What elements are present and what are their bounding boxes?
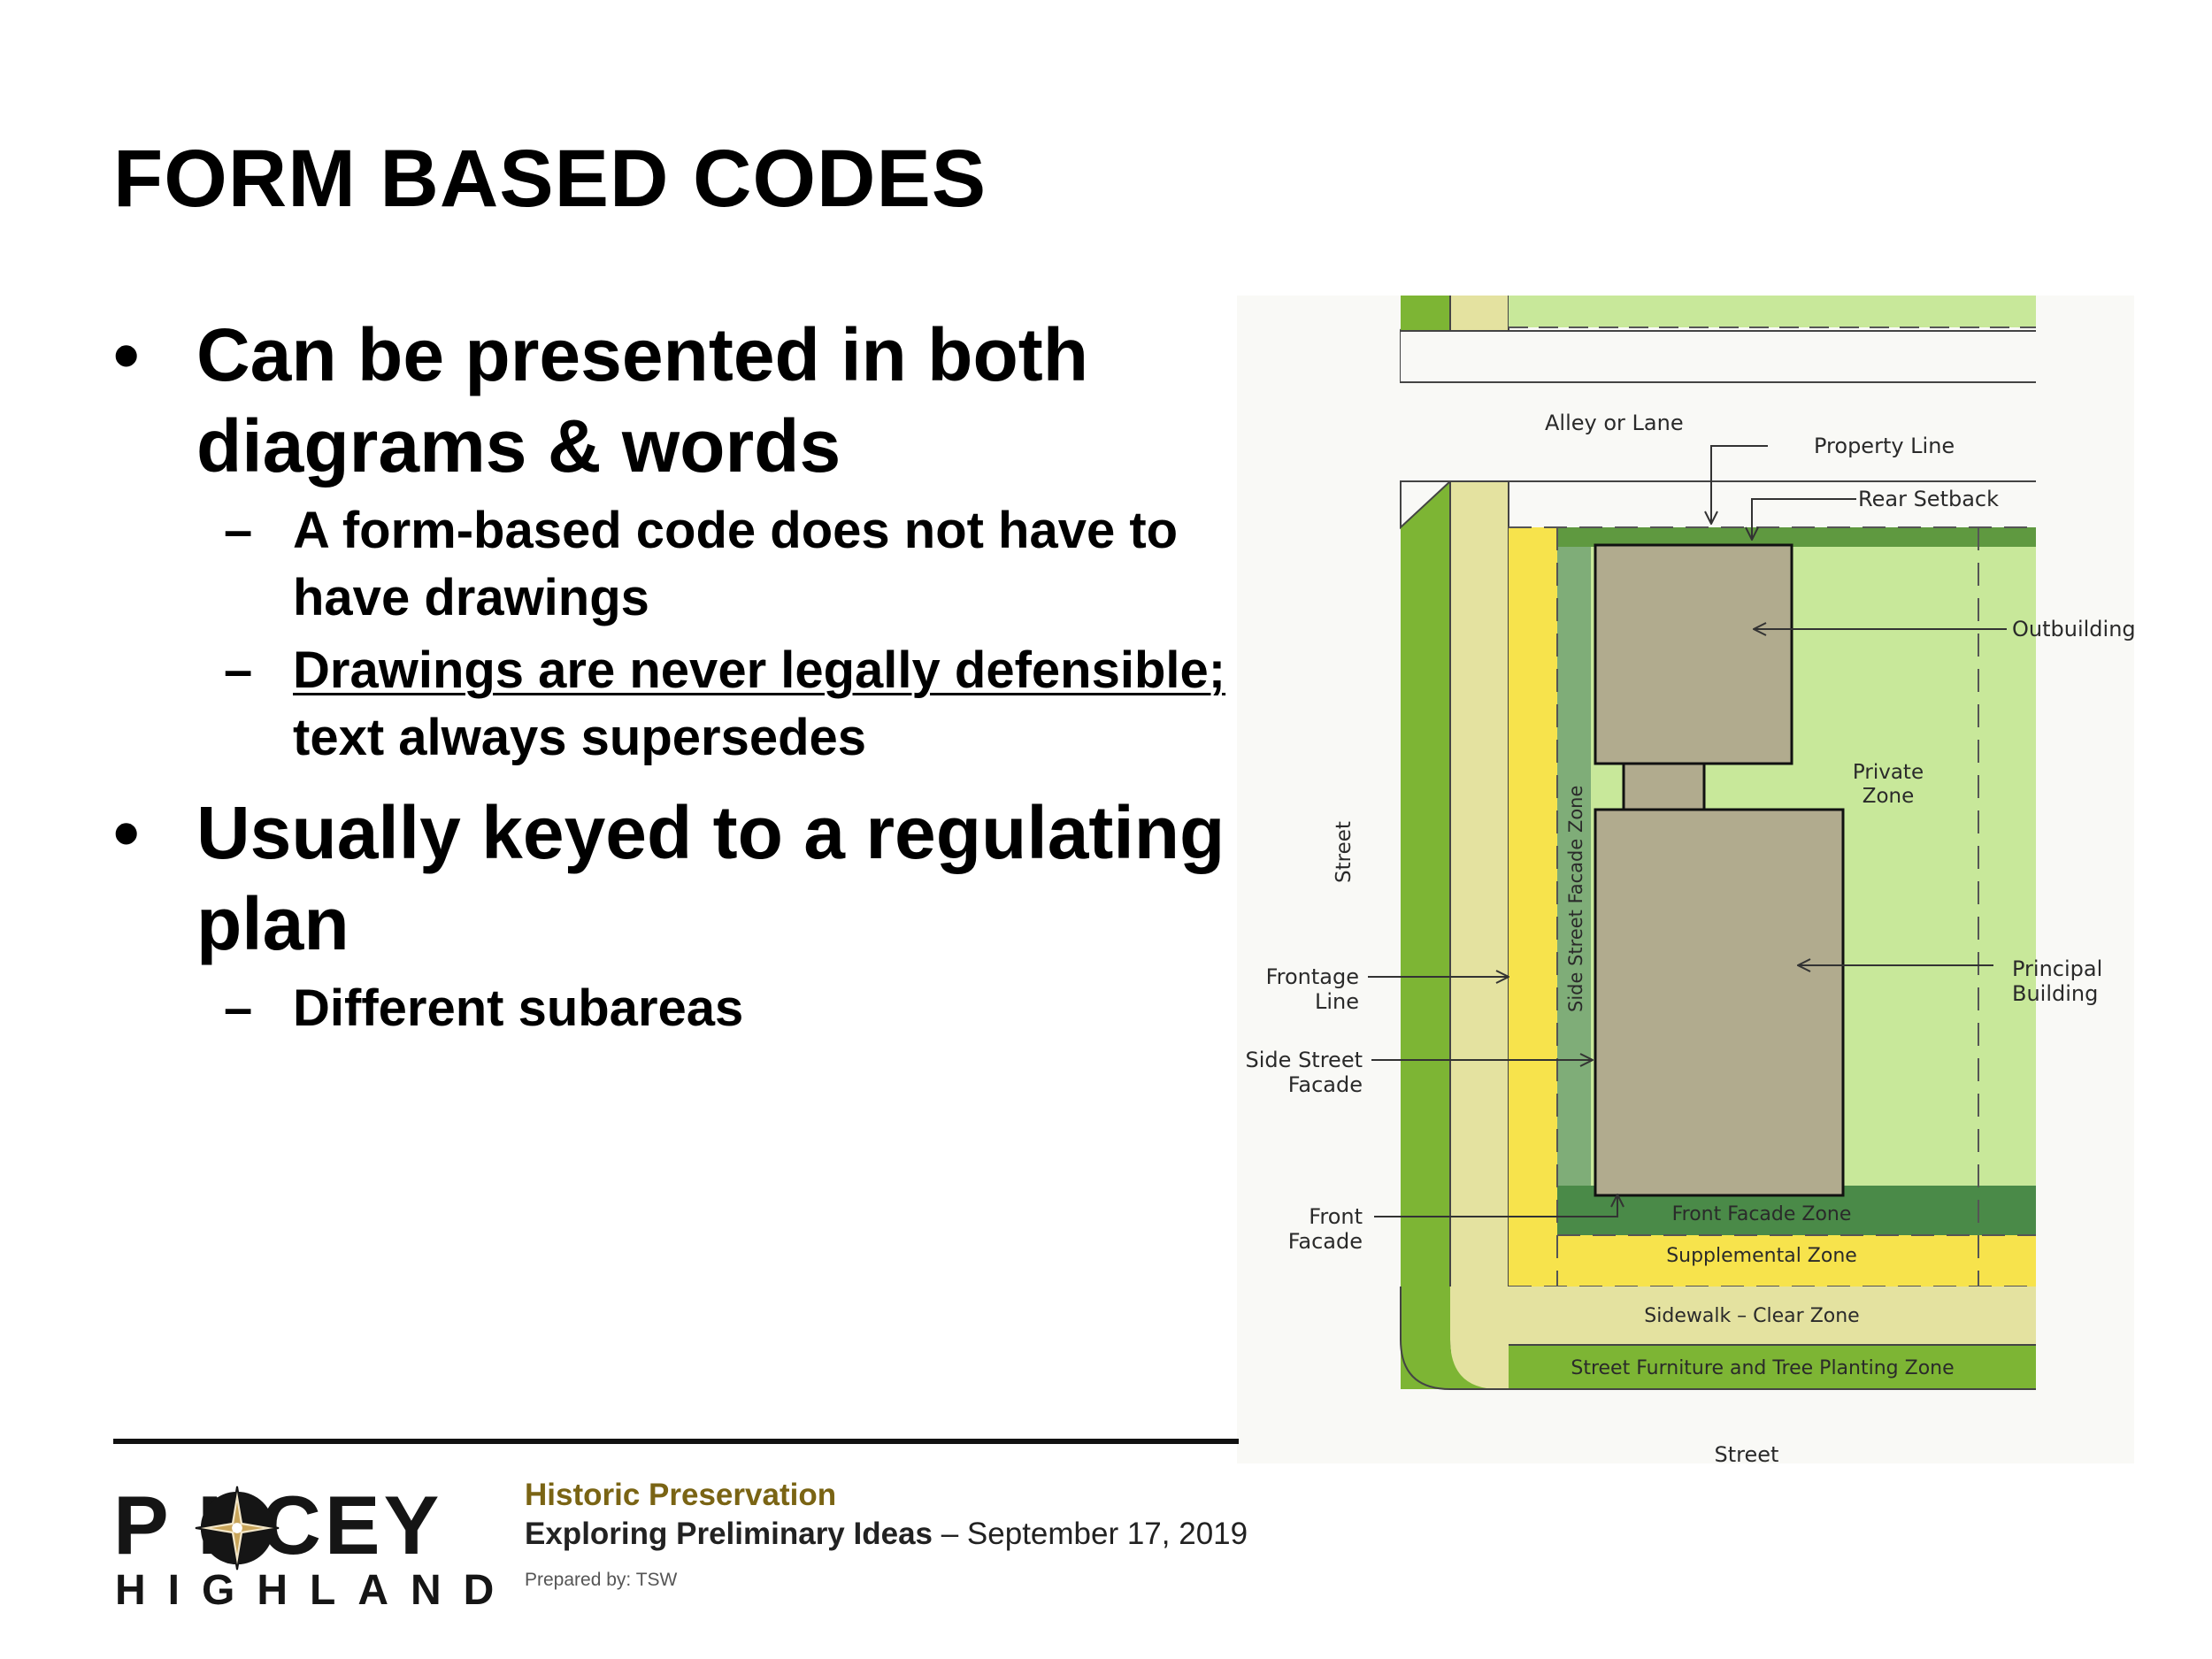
front-facade-arrow [1374, 1194, 1617, 1217]
sub-bullet-line: text always supersedes [293, 709, 867, 766]
bullet-list: • Can be presented in both diagrams & wo… [113, 310, 1396, 1042]
neighbor-lot [1509, 296, 2036, 327]
footer-info: Historic Preservation Exploring Prelimin… [525, 1476, 1248, 1591]
outbuilding [1594, 543, 1793, 765]
bullet-glyph: • [113, 791, 140, 874]
bullet-glyph: • [113, 313, 140, 396]
bullet-text-line: diagrams & words [196, 404, 841, 488]
property-line-arrow [1711, 445, 1768, 524]
street-furniture-zone [1509, 1345, 2036, 1389]
front-facade-label: Front [1309, 1204, 1363, 1229]
logo-subword: HIGHLAND [115, 1567, 517, 1614]
side-street-facade-zone-label: Side Street Facade Zone [1565, 786, 1586, 1012]
dash-glyph: – [224, 979, 253, 1037]
sidewalk-clear-zone [1450, 1286, 2036, 1389]
outbuilding-label: Outbuilding [2012, 617, 2134, 641]
sub-bullet-line: A form-based code does not have to [293, 502, 1179, 559]
slide-title: FORM BASED CODES [113, 134, 987, 224]
sub-bullet-line: have drawings [293, 569, 649, 626]
sub-bullet-line-underlined: Drawings are never legally defensible; [293, 641, 1226, 699]
bullet-item: • Usually keyed to a regulating plan [113, 787, 1396, 970]
principal-building-label: Principal [2012, 956, 2102, 981]
dash-glyph: – [224, 502, 253, 559]
footer-meeting-title: Exploring Preliminary Ideas [525, 1517, 933, 1551]
bullet-text-line: Usually keyed to a regulating [196, 791, 1225, 874]
side-street-facade-label: Side Street [1246, 1048, 1363, 1072]
footer-date: – September 17, 2019 [933, 1517, 1248, 1551]
private-zone-label: Private [1853, 761, 1924, 784]
footer-prepared-by: Prepared by: TSW [525, 1570, 678, 1590]
street-label-bottom: Street [1715, 1442, 1779, 1463]
private-zone-label: Zone [1863, 785, 1915, 808]
footer-meeting-line: Exploring Preliminary Ideas – September … [525, 1515, 1248, 1554]
sub-bullet-line: Different subareas [293, 979, 744, 1037]
footer-rule [113, 1439, 1239, 1444]
furniture-zone-label: Street Furniture and Tree Planting Zone [1571, 1357, 1954, 1379]
principal-building-label: Building [2012, 981, 2098, 1006]
sub-bullet-item: – A form-based code does not have to hav… [113, 497, 1396, 632]
form-based-code-lot-diagram: Alley or Lane Property Line Rear Setback… [1237, 296, 2134, 1463]
rear-setback-label: Rear Setback [1858, 487, 1999, 511]
building-connector [1622, 762, 1706, 811]
supplemental-zone-front [1509, 1235, 2036, 1286]
bullet-text-line: plan [196, 882, 349, 965]
poncey-highland-logo: P NCEY HIGHLAND [113, 1479, 503, 1615]
front-facade-zone-label: Front Facade Zone [1672, 1203, 1852, 1225]
supplemental-zone-side [1509, 527, 1557, 1286]
dash-glyph: – [224, 641, 253, 699]
compass-rose-icon [195, 1486, 280, 1571]
rear-setback-arrow [1752, 498, 1856, 540]
side-street-facade-zone [1557, 547, 1591, 1235]
principal-building [1594, 808, 1845, 1197]
property-line-label: Property Line [1814, 434, 1955, 458]
street-label-side: Street [1333, 821, 1356, 883]
side-street-facade-label: Facade [1288, 1072, 1363, 1097]
frontage-line-label: Frontage [1266, 964, 1359, 989]
front-facade-label: Facade [1288, 1229, 1363, 1254]
sub-bullet-item: – Different subareas [113, 975, 1396, 1042]
rear-setback-strip [1557, 527, 2036, 547]
logo-wordmark: P NCEY [113, 1479, 443, 1571]
bullet-item: • Can be presented in both diagrams & wo… [113, 310, 1396, 492]
footer-project-title: Historic Preservation [525, 1478, 837, 1512]
bullet-text-line: Can be presented in both [196, 313, 1089, 396]
sidewalk-label: Sidewalk – Clear Zone [1644, 1305, 1859, 1327]
sub-bullet-item: – Drawings are never legally defensible;… [113, 637, 1396, 772]
supplemental-zone-label: Supplemental Zone [1666, 1245, 1857, 1267]
frontage-line-label: Line [1315, 989, 1359, 1014]
alley-label: Alley or Lane [1545, 411, 1684, 435]
alley [1401, 331, 2036, 481]
